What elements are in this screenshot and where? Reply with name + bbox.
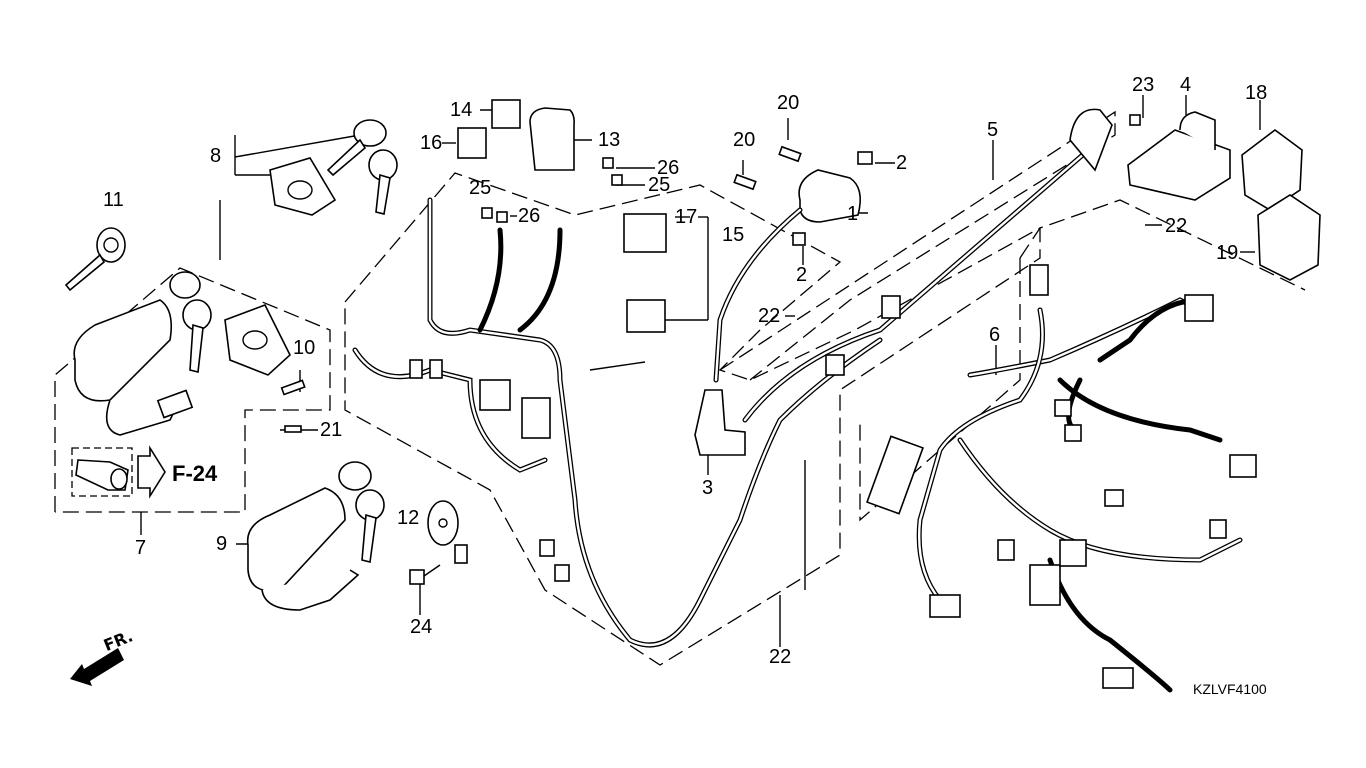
cover-part-18 <box>1241 129 1303 211</box>
group-boundary-sub-harness <box>719 110 1116 381</box>
callout-5: 5 <box>987 119 999 141</box>
diagram-code: KZLVF4100 <box>1193 681 1267 697</box>
callout-22: 22 <box>769 646 792 668</box>
cross-reference-label: F-24 <box>172 461 218 486</box>
callout-2: 2 <box>896 152 908 174</box>
callout-25: 25 <box>648 174 671 196</box>
key-set-part-8 <box>269 119 398 216</box>
cross-ref-box <box>71 447 133 497</box>
callout-23: 23 <box>1132 74 1155 96</box>
callout-11: 11 <box>103 189 124 211</box>
group-boundary-lower-right <box>859 258 1021 522</box>
callout-21: 21 <box>320 419 343 441</box>
callout-18: 18 <box>1245 82 1268 104</box>
callout-13: 13 <box>598 129 621 151</box>
callout-3: 3 <box>702 477 714 499</box>
ignition-switch-part-9 <box>246 461 385 611</box>
cover-part-19 <box>1257 194 1321 281</box>
callout-8: 8 <box>210 145 222 167</box>
horn-part-12 <box>409 500 468 585</box>
callout-19: 19 <box>1216 242 1239 264</box>
callout-25: 25 <box>469 177 492 199</box>
ecu-part-4 <box>1127 111 1231 201</box>
callout-16: 16 <box>420 132 443 154</box>
callout-10: 10 <box>293 337 316 359</box>
key-part-11 <box>64 227 126 292</box>
relays-and-fuses <box>457 99 667 333</box>
callout-24: 24 <box>410 616 433 638</box>
front-direction-arrow-icon <box>70 648 124 686</box>
callout-22: 22 <box>758 305 781 327</box>
callout-22: 22 <box>1165 215 1188 237</box>
callout-15: 15 <box>722 224 745 246</box>
group-boundary-main-harness <box>344 172 1041 666</box>
callout-9: 9 <box>216 533 228 555</box>
callout-4: 4 <box>1180 74 1192 96</box>
callout-17: 17 <box>675 206 698 228</box>
callout-26: 26 <box>518 205 541 227</box>
callout-6: 6 <box>989 324 1001 346</box>
callout-1: 1 <box>847 203 859 225</box>
callout-20: 20 <box>777 92 800 114</box>
callout-20: 20 <box>733 129 756 151</box>
main-harness-part-15 <box>352 108 1113 648</box>
callout-2: 2 <box>796 264 808 286</box>
ignition-coil-part-1 <box>733 145 873 246</box>
callout-14: 14 <box>450 99 473 121</box>
ignition-switch-part-7 <box>73 271 306 436</box>
spark-plug-cap-part-3 <box>694 389 746 456</box>
lock-cylinder-reference <box>75 445 166 499</box>
sub-harness-part-6 <box>866 264 1257 693</box>
group-boundary-right-harness <box>1019 199 1306 291</box>
callout-12: 12 <box>397 507 420 529</box>
callout-7: 7 <box>135 537 147 559</box>
callout-26: 26 <box>657 157 680 179</box>
